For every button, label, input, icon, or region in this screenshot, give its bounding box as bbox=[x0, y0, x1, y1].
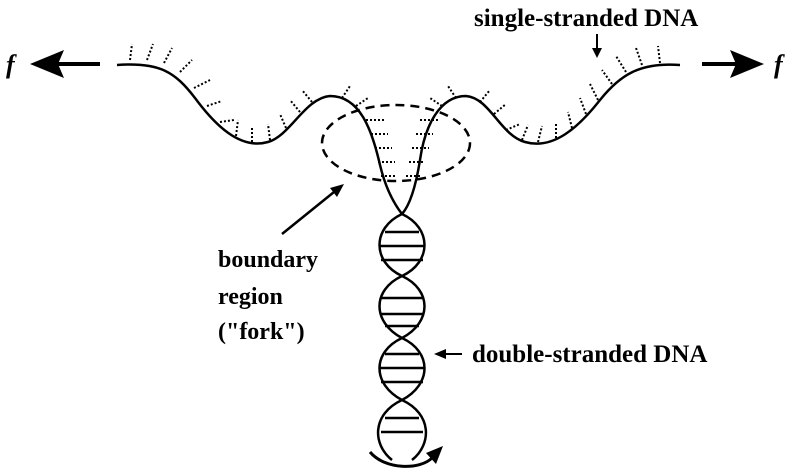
dsdna-helix bbox=[376, 212, 428, 461]
pointer-dsdna bbox=[434, 349, 462, 359]
fork-boundary-ellipse bbox=[320, 103, 472, 183]
label-boundary-line-1: boundary bbox=[218, 247, 319, 273]
ssdna-bases bbox=[129, 43, 661, 177]
label-force-right: f bbox=[774, 50, 783, 79]
force-arrow-left bbox=[30, 50, 100, 78]
pointer-ssdna bbox=[592, 34, 602, 58]
force-arrow-right bbox=[702, 50, 764, 78]
ssdna-strand-right bbox=[401, 63, 681, 215]
label-force-left: f bbox=[6, 50, 15, 79]
dsdna-base-pairs bbox=[380, 230, 424, 434]
rotation-arrow bbox=[368, 446, 443, 468]
label-boundary-line-2: region bbox=[218, 284, 283, 310]
label-boundary-line-3: ("fork") bbox=[218, 319, 305, 345]
label-double-stranded-dna: double-stranded DNA bbox=[472, 341, 708, 368]
label-single-stranded-dna: single-stranded DNA bbox=[474, 5, 699, 32]
pointer-boundary bbox=[281, 184, 344, 235]
ssdna-strand-left bbox=[116, 63, 403, 215]
